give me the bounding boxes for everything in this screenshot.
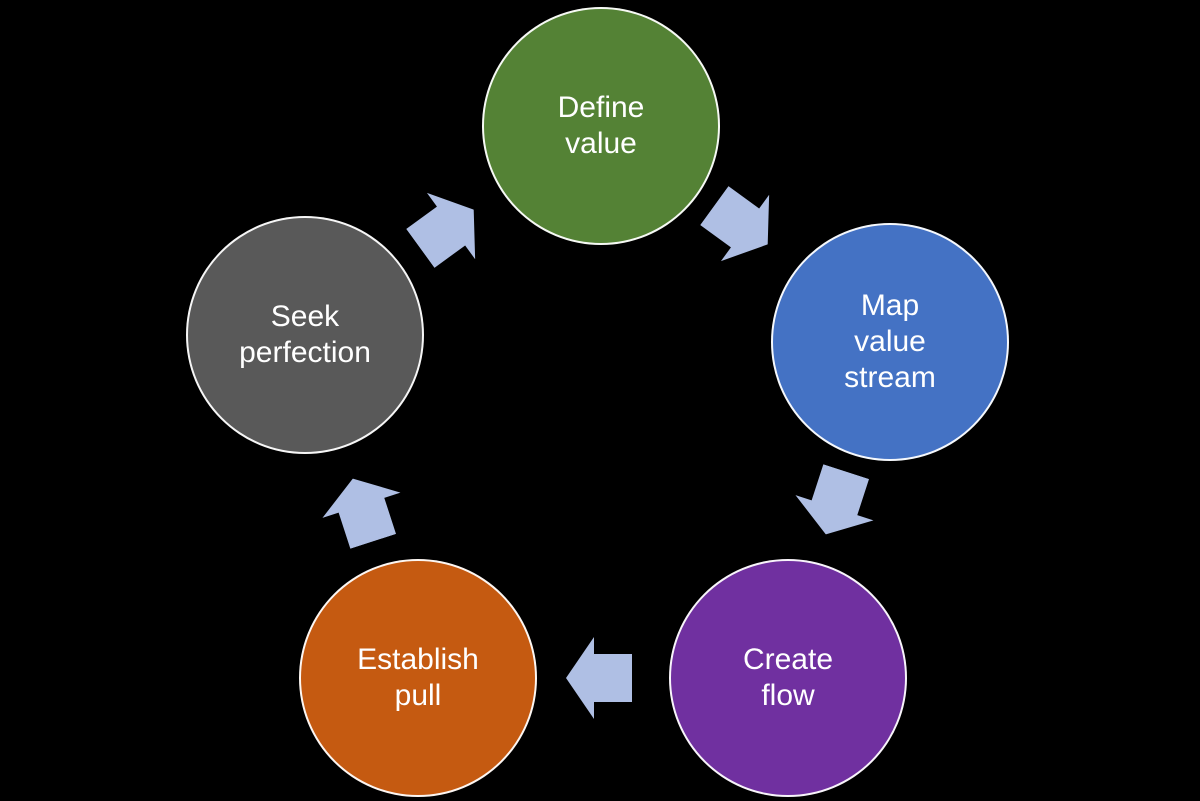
block-arrow-shape — [795, 464, 874, 535]
step-label-seek-perfection: Seek perfection — [239, 300, 371, 369]
arrow-create-to-establish — [566, 637, 632, 719]
block-arrow-shape — [406, 192, 476, 268]
arrow-map-to-create — [787, 459, 885, 547]
arrow-establish-to-seek — [314, 466, 412, 554]
block-arrow-shape — [322, 478, 401, 549]
block-arrow-shape — [566, 637, 632, 719]
step-circle-seek-perfection: Seek perfection — [186, 216, 424, 454]
arrow-seek-to-define — [396, 176, 498, 281]
step-circle-define-value: Define value — [482, 7, 720, 245]
step-circle-establish-pull: Establish pull — [299, 559, 537, 797]
step-label-map-value-stream: Map value stream — [844, 289, 936, 394]
block-arrow-shape — [700, 186, 770, 262]
step-circle-create-flow: Create flow — [669, 559, 907, 797]
step-label-establish-pull: Establish pull — [357, 643, 479, 712]
block-arrow-icon — [795, 464, 874, 535]
arrow-define-to-map — [690, 172, 792, 277]
block-arrow-icon — [566, 637, 632, 719]
step-label-define-value: Define value — [557, 91, 645, 160]
block-arrow-icon — [406, 192, 476, 268]
step-circle-map-value-stream: Map value stream — [771, 223, 1009, 461]
step-label-create-flow: Create flow — [742, 643, 834, 712]
block-arrow-icon — [700, 186, 770, 262]
block-arrow-icon — [322, 478, 401, 549]
